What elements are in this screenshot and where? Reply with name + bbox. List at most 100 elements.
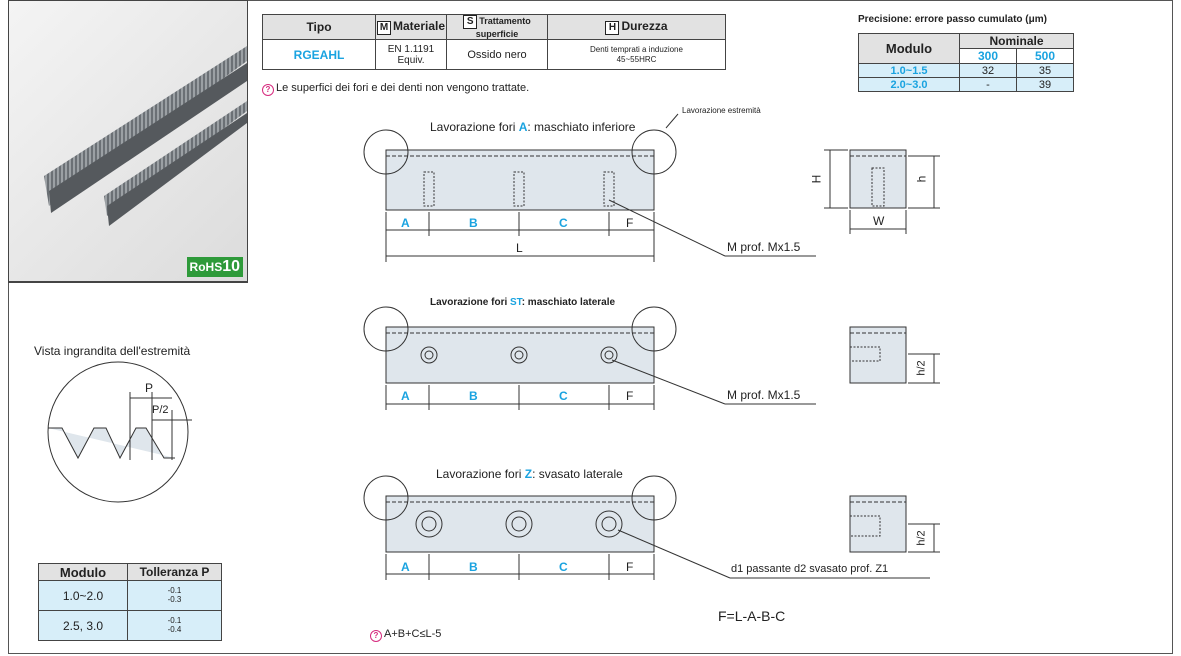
rack-st-end-circle-right [631, 306, 677, 352]
th-trattamento-label: Trattamento superficie [475, 16, 531, 39]
tol-row2-upper: -0.1 [167, 616, 182, 625]
st-dim-f-label: F [626, 389, 634, 403]
note-bottom-text: A+B+C≤L-5 [384, 628, 442, 640]
rack-z-body [385, 495, 655, 553]
rack-st-holes [420, 346, 618, 364]
end-view-a-dims [824, 149, 940, 234]
prec-row2-modulo: 2.0~3.0 [858, 77, 960, 92]
drawing-z-title-pre: Lavorazione fori [436, 467, 525, 481]
tol-row1-upper: -0.1 [167, 586, 182, 595]
tol-th-tolleranza: Tolleranza P [127, 563, 222, 581]
drawing-st-title-post: : maschiato laterale [521, 297, 616, 308]
dim-f-label: F [626, 216, 634, 230]
lavorazione-estremita-label: Lavorazione estremità [682, 106, 761, 115]
prec-th-modulo: Modulo [858, 33, 960, 64]
rack-z-end-circle-left [363, 475, 409, 521]
precision-title: Precisione: errore passo cumulato (μm) [858, 14, 1047, 25]
rack-st-end-circle-left [363, 306, 409, 352]
rack-a-end-circle-left [363, 129, 409, 175]
dim-h-lower-label: h [914, 175, 929, 183]
rohs-text: RoHS [189, 260, 223, 274]
z-dim-f-label: F [626, 560, 634, 574]
rack-a-dims [385, 212, 655, 262]
drawing-a-title-post: : maschiato inferiore [527, 120, 636, 134]
dim-h-upper-label: H [809, 174, 824, 184]
end-view-p2-label: P/2 [152, 404, 169, 416]
tol-row2-lower: -0.4 [167, 625, 182, 634]
end-view-st [849, 326, 907, 384]
dim-a-label: A [401, 216, 410, 230]
tol-row1-lower: -0.3 [167, 595, 182, 604]
rack-st-leader [611, 359, 726, 405]
st-dim-a-label: A [401, 389, 410, 403]
materiale-badge: M [376, 21, 391, 35]
rack-illustration [44, 46, 247, 226]
prec-row1-500: 35 [1015, 63, 1075, 78]
z-dim-h2-label: h/2 [915, 530, 928, 546]
tol-th-modulo: Modulo [38, 563, 128, 581]
th-durezza-label: Durezza [621, 19, 668, 33]
trattamento-badge: S [463, 15, 478, 29]
cell-trattamento: Ossido nero [446, 39, 548, 70]
product-photo: RoHS10 [8, 0, 248, 282]
precision-table: Modulo Nominale 300 500 1.0~1.5 32 35 2.… [858, 33, 1075, 92]
cell-materiale: EN 1.1191 Equiv. [375, 39, 447, 70]
end-zoom-teeth [48, 427, 175, 460]
rack-z-end-circle-right [631, 475, 677, 521]
note-top: ?Le superfici dei fori e dei denti non v… [262, 82, 529, 96]
rack-a-end-circle-right [631, 129, 677, 175]
drawing-a-title-key: A [518, 120, 528, 134]
note-top-text: Le superfici dei fori e dei denti non ve… [276, 82, 530, 94]
drawing-z-callout: d1 passante d2 svasato prof. Z1 [731, 563, 889, 575]
end-view-p-label: P [145, 381, 154, 395]
end-view-title: Vista ingrandita dell'estremità [34, 344, 191, 358]
tol-row2-value: -0.1-0.4 [127, 610, 222, 641]
prec-row2-500: 39 [1015, 77, 1075, 92]
note-bottom: ?A+B+C≤L-5 [370, 628, 441, 642]
page-frame [8, 0, 1173, 654]
estremita-leader [665, 113, 679, 129]
dim-l-label: L [516, 241, 523, 255]
drawing-st-title: Lavorazione fori ST: maschiato laterale [430, 297, 615, 308]
end-view-z [849, 495, 907, 553]
info-icon: ? [262, 84, 274, 96]
rack-z-leader [617, 529, 731, 579]
dim-b-label: B [469, 216, 478, 230]
z-dim-b-label: B [469, 560, 478, 574]
drawing-z-title-post: : svasato laterale [532, 467, 623, 481]
dim-c-label: C [559, 216, 568, 230]
rack-z-dims [385, 554, 655, 580]
drawing-a-title: Lavorazione fori A: maschiato inferiore [430, 120, 635, 134]
th-materiale-label: Materiale [392, 19, 446, 33]
drawing-st-callout: M prof. Mx1.5 [727, 388, 801, 402]
rohs-badge: RoHS10 [186, 257, 243, 277]
st-dim-b-label: B [469, 389, 478, 403]
durezza-badge: H [605, 21, 620, 35]
drawing-st-title-pre: Lavorazione fori [430, 297, 511, 308]
z-dim-c-label: C [559, 560, 568, 574]
st-dim-c-label: C [559, 389, 568, 403]
rack-st-body [385, 326, 655, 384]
drawing-z-title-key: Z [524, 467, 533, 481]
st-dim-h2-label: h/2 [915, 360, 928, 376]
drawing-a-callout: M prof. Mx1.5 [727, 240, 801, 254]
formula: F=L-A-B-C [718, 608, 786, 624]
tolerance-table: Modulo Tolleranza P 1.0~2.0 -0.1-0.3 2.5… [38, 563, 222, 641]
end-view-a [849, 149, 907, 209]
z-dim-a-label: A [401, 560, 410, 574]
info-icon-bottom: ? [370, 630, 382, 642]
dim-w-label: W [873, 214, 885, 228]
cell-tipo: RGEAHL [262, 39, 376, 70]
prec-row2-300: - [959, 77, 1017, 92]
rack-st-dims [385, 385, 655, 410]
drawing-a-title-pre: Lavorazione fori [430, 120, 519, 134]
cell-durezza: Denti temprati a induzione 45~55HRC [547, 39, 726, 70]
rack-a-body [385, 149, 655, 211]
end-zoom-circle [47, 361, 189, 503]
tol-row1-value: -0.1-0.3 [127, 580, 222, 611]
prec-row1-modulo: 1.0~1.5 [858, 63, 960, 78]
